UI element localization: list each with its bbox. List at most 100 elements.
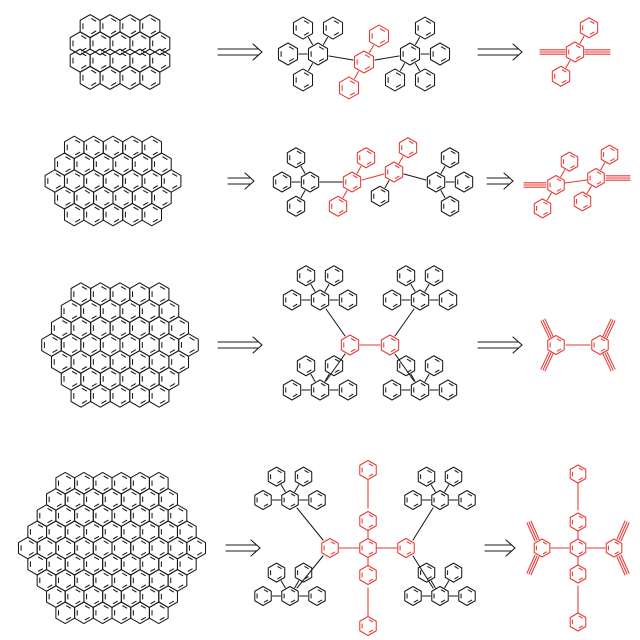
- pendant-phenyl: [272, 171, 292, 193]
- single-bond: [300, 165, 306, 174]
- single-bond: [328, 55, 354, 61]
- pendant-phenyl: [359, 459, 377, 481]
- scheme-row-3: [41, 265, 616, 408]
- single-bond: [600, 162, 606, 171]
- pendant-phenyl: [560, 151, 579, 172]
- single-bond: [399, 63, 406, 71]
- single-bond: [440, 190, 446, 199]
- pendant-phenyl: [292, 68, 314, 92]
- core-benzene: [565, 41, 585, 63]
- pendant-phenyl: [338, 289, 358, 311]
- pendant-phenyl: [324, 355, 344, 377]
- retrosynthetic-arrow-2a: [227, 172, 255, 190]
- single-bond: [560, 169, 566, 178]
- pendant-phenyl: [396, 265, 416, 287]
- pendant-phenyl: [254, 489, 272, 511]
- core-benzene: [431, 489, 449, 511]
- single-bond: [414, 37, 421, 45]
- pendant-phenyl: [294, 466, 313, 487]
- pendant-phenyl: [396, 355, 416, 377]
- graphene-c1-ring: [149, 31, 171, 56]
- pendant-phenyl: [286, 195, 306, 217]
- graphene-c2-ring: [102, 202, 124, 227]
- pendant-phenyl: [417, 562, 436, 583]
- core-benzene: [340, 334, 360, 356]
- pendant-phenyl: [294, 562, 313, 583]
- core-benzene: [307, 42, 329, 66]
- graphene-c3-ring: [70, 384, 92, 408]
- core-benzene: [281, 585, 299, 607]
- single-bond: [325, 308, 346, 337]
- single-bond: [412, 555, 434, 589]
- single-bond: [280, 580, 286, 589]
- single-bond: [430, 484, 436, 493]
- core-benzene: [359, 537, 377, 559]
- pendant-phenyl: [438, 289, 458, 311]
- graphene-c4-ring: [148, 601, 169, 625]
- graphene-c1-ring: [79, 65, 101, 90]
- single-bond: [579, 35, 585, 44]
- ethynyl-group: [602, 318, 616, 339]
- pendant-phenyl: [296, 265, 316, 287]
- pendant-phenyl: [324, 265, 344, 287]
- pendant-phenyl: [384, 68, 406, 92]
- retrosynthetic-arrow-1a: [217, 43, 263, 61]
- core-benzene: [591, 334, 609, 356]
- pendant-phenyl: [417, 466, 436, 487]
- single-bond: [307, 63, 314, 71]
- pendant-phenyl: [359, 615, 377, 637]
- ethynyl-group: [584, 49, 611, 55]
- single-bond: [361, 173, 385, 181]
- graphene-c3-ring: [148, 384, 170, 408]
- single-bond: [294, 484, 300, 493]
- graphene-c4-ring: [130, 601, 150, 625]
- ethynyl-group: [616, 520, 630, 542]
- pendant-phenyl: [440, 147, 460, 169]
- building-block-1: [539, 17, 611, 87]
- ethynyl-group: [540, 318, 554, 339]
- single-bond: [322, 37, 329, 45]
- pendant-phenyl: [424, 355, 444, 377]
- core-benzene: [569, 538, 587, 558]
- graphene-c4-ring: [74, 601, 94, 625]
- ethynyl-group: [539, 49, 566, 55]
- core-benzene: [547, 174, 565, 196]
- core-benzene: [384, 161, 404, 183]
- single-bond: [564, 179, 588, 184]
- single-bond: [310, 283, 316, 292]
- pendant-phenyl: [444, 466, 463, 487]
- building-block-4: [526, 464, 630, 632]
- ethynyl-group: [526, 554, 540, 576]
- single-bond: [424, 373, 430, 382]
- pendant-phenyl: [454, 171, 474, 193]
- core-benzene: [380, 334, 400, 356]
- single-bond: [410, 283, 416, 292]
- graphene-c3-ring: [129, 384, 150, 408]
- graphene-c4-ring: [55, 601, 76, 625]
- pendant-phenyl: [398, 137, 418, 159]
- core-benzene: [587, 167, 605, 189]
- single-bond: [424, 283, 430, 292]
- graphene-c1-ring: [139, 65, 161, 90]
- retrosynthetic-arrow-4b: [484, 539, 516, 557]
- pendant-phenyl: [368, 24, 390, 48]
- pendant-phenyl: [579, 17, 599, 39]
- nanographene-target-3: [41, 282, 199, 408]
- single-bond: [280, 484, 286, 493]
- single-bond: [444, 580, 450, 589]
- ethynyl-group: [523, 182, 547, 188]
- single-bond: [414, 63, 421, 71]
- core-benzene: [605, 538, 623, 558]
- pendant-phenyl: [282, 289, 302, 311]
- single-bond: [325, 353, 346, 382]
- oligophenylene-precursor-1: [277, 16, 451, 100]
- single-bond: [307, 37, 314, 45]
- graphene-c2-ring: [63, 202, 85, 227]
- oligophenylene-precursor-2: [272, 137, 474, 217]
- single-bond: [353, 71, 360, 79]
- pendant-phenyl: [338, 379, 358, 401]
- pendant-phenyl: [286, 147, 306, 169]
- pendant-phenyl: [292, 16, 314, 40]
- pendant-phenyl: [404, 489, 422, 511]
